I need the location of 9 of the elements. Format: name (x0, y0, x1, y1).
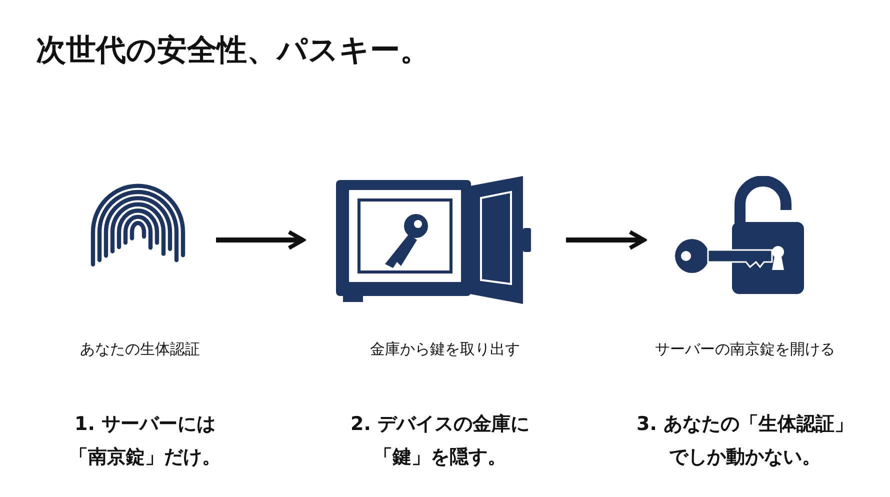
arrow (566, 230, 646, 250)
caption: サーバーの南京錠を開ける (655, 340, 835, 359)
arrow (216, 230, 305, 250)
title: 次世代の安全性、パスキー。 (36, 32, 430, 70)
step-text: 2. デバイスの金庫に「鍵」を隠す。 (349, 412, 531, 470)
step-text: 1. サーバーには「南京錠」だけ。 (68, 412, 222, 470)
caption: あなたの生体認証 (80, 340, 200, 359)
caption: 金庫から鍵を取り出す (370, 340, 520, 359)
step-text: 3. あなたの「生体認証」でしか動かない。 (635, 412, 855, 470)
